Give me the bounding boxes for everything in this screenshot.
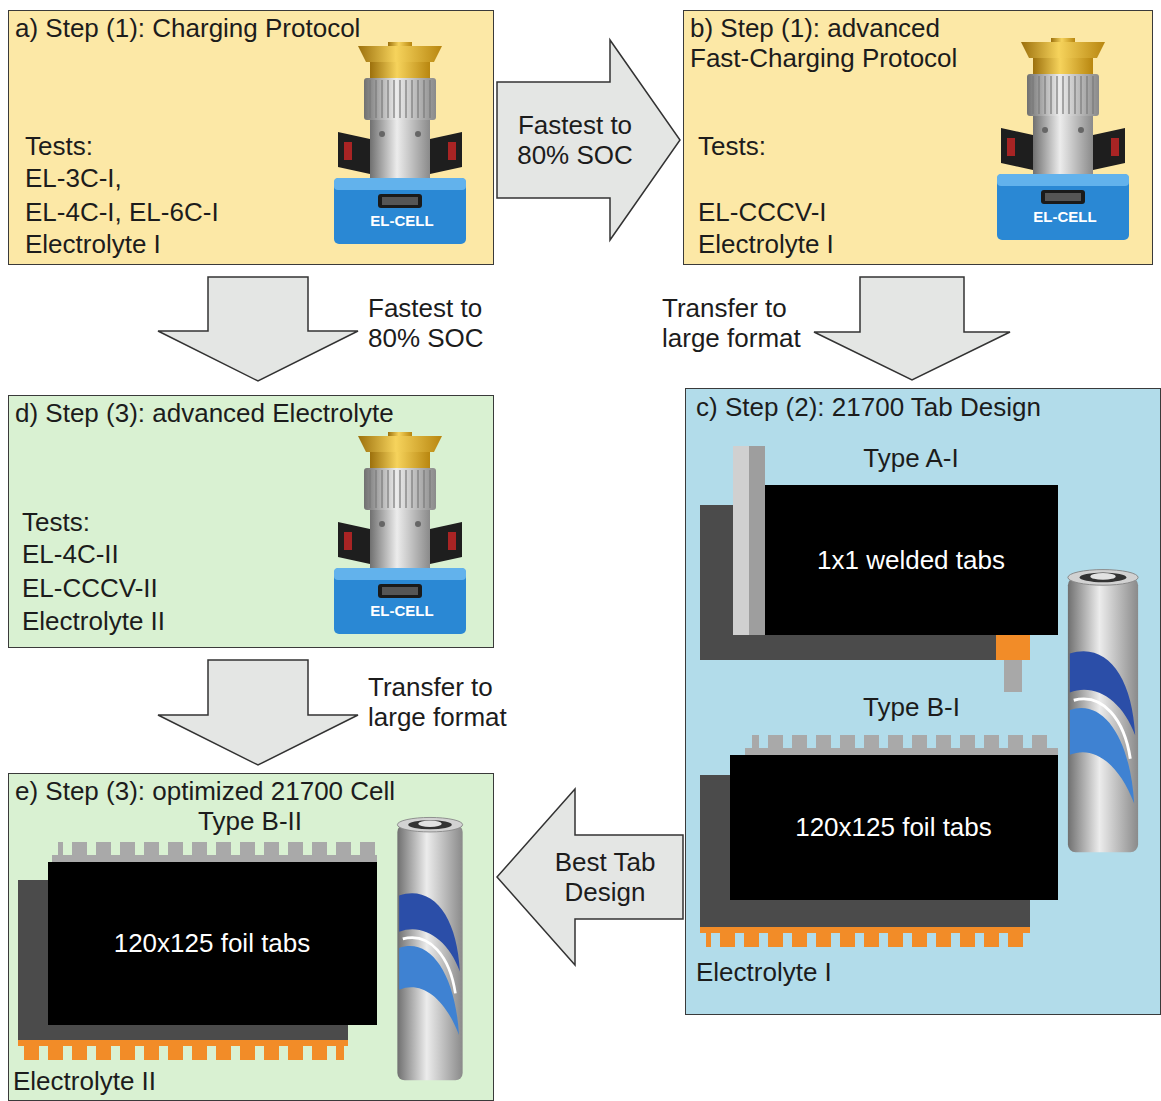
- step-panel: Type B-II120x125 foil tabse) Step (3): o…: [8, 773, 494, 1101]
- panel-heading: c) Step (2): 21700 Tab Design: [696, 392, 1041, 422]
- panel-text: Electrolyte I: [25, 229, 161, 259]
- panel-text: Electrolyte II: [22, 606, 165, 636]
- panel-heading: d) Step (3): advanced Electrolyte: [15, 398, 394, 428]
- welded-tab: [1004, 660, 1022, 692]
- step-panel: Type A-I1x1 welded tabsType B-I120x125 f…: [685, 388, 1161, 1015]
- panel-text: EL-CCCV-II: [22, 573, 158, 603]
- panel-text: EL-CCCV-I: [698, 197, 827, 227]
- foil-tabs: [706, 933, 1026, 947]
- foil-tabs: [58, 842, 378, 856]
- electrode-box: Type A-I1x1 welded tabs: [765, 485, 1058, 635]
- arrow-label: Fastest to 80% SOC: [500, 110, 650, 170]
- cylindrical-cell: [1067, 569, 1137, 852]
- type-heading: Type B-I: [748, 692, 1076, 722]
- el-cell-device: [997, 38, 1129, 240]
- logo-text: EL-CELL: [1033, 208, 1096, 226]
- welded-tab: [749, 446, 765, 635]
- box-label: 120x125 foil tabs: [730, 812, 1058, 842]
- panel-text: EL-3C-I,: [25, 163, 122, 193]
- panel-text: EL-4C-I, EL-6C-I: [25, 197, 219, 227]
- panel-text: Electrolyte II: [13, 1066, 156, 1096]
- block-arrow: [497, 40, 680, 240]
- box-label: 1x1 welded tabs: [765, 545, 1058, 575]
- block-arrow: [158, 277, 358, 381]
- panel-text: Tests:: [22, 507, 90, 537]
- step-panel: b) Step (1): advanced Fast-Charging Prot…: [683, 10, 1153, 265]
- foil-tab-strip: [52, 855, 377, 862]
- cylindrical-cell: [397, 817, 462, 1080]
- welded-tab: [996, 635, 1030, 660]
- type-heading: Type B-II: [86, 806, 415, 836]
- panel-text: Tests:: [25, 131, 93, 161]
- block-arrow: [814, 277, 1010, 380]
- panel-text: EL-4C-II: [22, 539, 119, 569]
- el-cell-device: [334, 42, 466, 244]
- panel-heading: a) Step (1): Charging Protocol: [15, 13, 360, 43]
- foil-tabs: [752, 735, 1052, 749]
- foil-tab-strip: [700, 927, 1030, 933]
- electrode-box: Type B-II120x125 foil tabs: [48, 862, 377, 1025]
- arrow-label: Transfer to large format: [368, 672, 518, 732]
- block-arrow: [158, 660, 358, 765]
- panel-text: Electrolyte I: [698, 229, 834, 259]
- foil-tabs: [24, 1046, 344, 1060]
- logo-text: EL-CELL: [370, 212, 433, 230]
- foil-tab-strip: [18, 1040, 348, 1046]
- arrow-label: Best Tab Design: [540, 847, 670, 907]
- welded-tab: [733, 446, 749, 635]
- panel-text: Electrolyte I: [696, 957, 832, 987]
- arrow-label: Transfer to large format: [662, 293, 812, 353]
- electrode-box: Type B-I120x125 foil tabs: [730, 755, 1058, 900]
- arrow-label: Fastest to 80% SOC: [368, 293, 518, 353]
- foil-tab-strip: [745, 748, 1058, 755]
- panel-text: Tests:: [698, 131, 766, 161]
- panel-heading: e) Step (3): optimized 21700 Cell: [15, 776, 395, 806]
- block-arrow: [497, 789, 683, 965]
- logo-text: EL-CELL: [370, 602, 433, 620]
- el-cell-device: [334, 432, 466, 634]
- type-heading: Type A-I: [765, 443, 1058, 473]
- panel-heading: b) Step (1): advanced Fast-Charging Prot…: [690, 13, 990, 73]
- box-label: 120x125 foil tabs: [48, 928, 377, 958]
